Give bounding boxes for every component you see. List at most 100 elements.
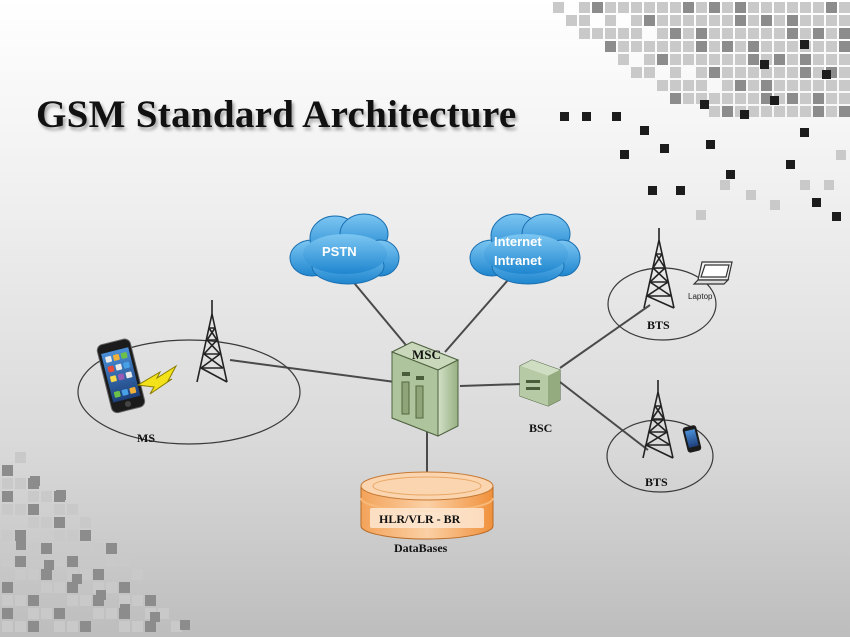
decor-square bbox=[722, 67, 733, 78]
decor-square bbox=[722, 106, 733, 117]
decor-square bbox=[832, 212, 841, 221]
decor-square bbox=[41, 543, 52, 554]
intranet-label: Intranet bbox=[494, 253, 542, 268]
server-icon bbox=[519, 359, 561, 407]
decor-square bbox=[735, 54, 746, 65]
decor-square bbox=[657, 28, 668, 39]
decor-square bbox=[726, 170, 735, 179]
ms-cell-tower bbox=[196, 300, 228, 383]
decor-square bbox=[839, 54, 850, 65]
decor-square bbox=[2, 504, 13, 515]
decor-square bbox=[709, 2, 720, 13]
decor-square bbox=[16, 540, 26, 550]
decor-square bbox=[28, 543, 39, 554]
decor-square bbox=[800, 106, 811, 117]
decor-square bbox=[683, 41, 694, 52]
decor-square bbox=[670, 54, 681, 65]
link-bsc-bts-top bbox=[559, 304, 651, 369]
decor-square bbox=[657, 41, 668, 52]
decor-square bbox=[582, 112, 591, 121]
decor-square bbox=[56, 490, 66, 500]
bts-top-label: BTS bbox=[647, 318, 670, 332]
decor-square bbox=[67, 556, 78, 567]
decor-square bbox=[709, 54, 720, 65]
decor-square bbox=[774, 54, 785, 65]
decor-square bbox=[748, 67, 759, 78]
decor-square bbox=[96, 590, 106, 600]
decor-square bbox=[722, 80, 733, 91]
decor-square bbox=[722, 54, 733, 65]
lightning-icon bbox=[136, 364, 178, 395]
decor-square bbox=[735, 15, 746, 26]
decor-square bbox=[28, 569, 39, 580]
decor-square bbox=[787, 54, 798, 65]
decor-square bbox=[748, 41, 759, 52]
decor-square bbox=[67, 621, 78, 632]
decor-square bbox=[80, 595, 91, 606]
decor-square bbox=[696, 28, 707, 39]
decor-square bbox=[800, 80, 811, 91]
decor-square bbox=[774, 67, 785, 78]
decor-square bbox=[158, 608, 169, 619]
decor-square bbox=[761, 106, 772, 117]
decor-square bbox=[774, 2, 785, 13]
bts-bottom-node: BTS bbox=[642, 380, 702, 489]
pstn-label: PSTN bbox=[322, 244, 357, 259]
decor-square bbox=[15, 530, 26, 541]
decor-square bbox=[180, 620, 190, 630]
decor-square bbox=[774, 106, 785, 117]
decor-square bbox=[761, 54, 772, 65]
decor-square bbox=[2, 491, 13, 502]
decor-square bbox=[696, 67, 707, 78]
decor-square bbox=[826, 106, 837, 117]
decor-square bbox=[826, 80, 837, 91]
decor-square bbox=[93, 543, 104, 554]
link-msc-bsc bbox=[459, 383, 523, 387]
decor-square bbox=[770, 96, 779, 105]
decor-square bbox=[676, 186, 685, 195]
decor-square bbox=[106, 543, 117, 554]
decor-square bbox=[826, 67, 837, 78]
decor-square bbox=[770, 200, 780, 210]
decor-square bbox=[826, 41, 837, 52]
decor-square bbox=[670, 93, 681, 104]
decor-square bbox=[683, 93, 694, 104]
decor-square bbox=[592, 28, 603, 39]
smartphone-icon bbox=[682, 425, 702, 453]
decor-square bbox=[800, 93, 811, 104]
decor-square bbox=[670, 2, 681, 13]
decor-square bbox=[566, 15, 577, 26]
decor-square bbox=[839, 93, 850, 104]
decor-square bbox=[826, 2, 837, 13]
decor-square bbox=[605, 28, 616, 39]
decor-square bbox=[28, 517, 39, 528]
decor-square bbox=[826, 93, 837, 104]
decor-square bbox=[620, 150, 629, 159]
decor-square bbox=[761, 28, 772, 39]
decor-square bbox=[15, 595, 26, 606]
decor-square bbox=[579, 2, 590, 13]
decor-square bbox=[813, 2, 824, 13]
decor-square bbox=[774, 80, 785, 91]
decor-square bbox=[670, 28, 681, 39]
cloud-icon bbox=[289, 213, 400, 285]
decor-square bbox=[735, 2, 746, 13]
decor-square bbox=[787, 67, 798, 78]
decor-square bbox=[709, 67, 720, 78]
decor-square bbox=[119, 621, 130, 632]
decor-square bbox=[15, 621, 26, 632]
decor-square bbox=[839, 67, 850, 78]
decor-square bbox=[787, 93, 798, 104]
decor-square bbox=[683, 54, 694, 65]
decor-square bbox=[813, 15, 824, 26]
decor-square bbox=[813, 41, 824, 52]
decor-square bbox=[150, 612, 160, 622]
decor-square bbox=[15, 478, 26, 489]
connection-lines bbox=[229, 277, 651, 472]
decor-square bbox=[15, 504, 26, 515]
decor-square bbox=[2, 478, 13, 489]
bsc-node: BSC bbox=[519, 359, 561, 435]
decor-square bbox=[813, 67, 824, 78]
decor-square bbox=[30, 476, 40, 486]
